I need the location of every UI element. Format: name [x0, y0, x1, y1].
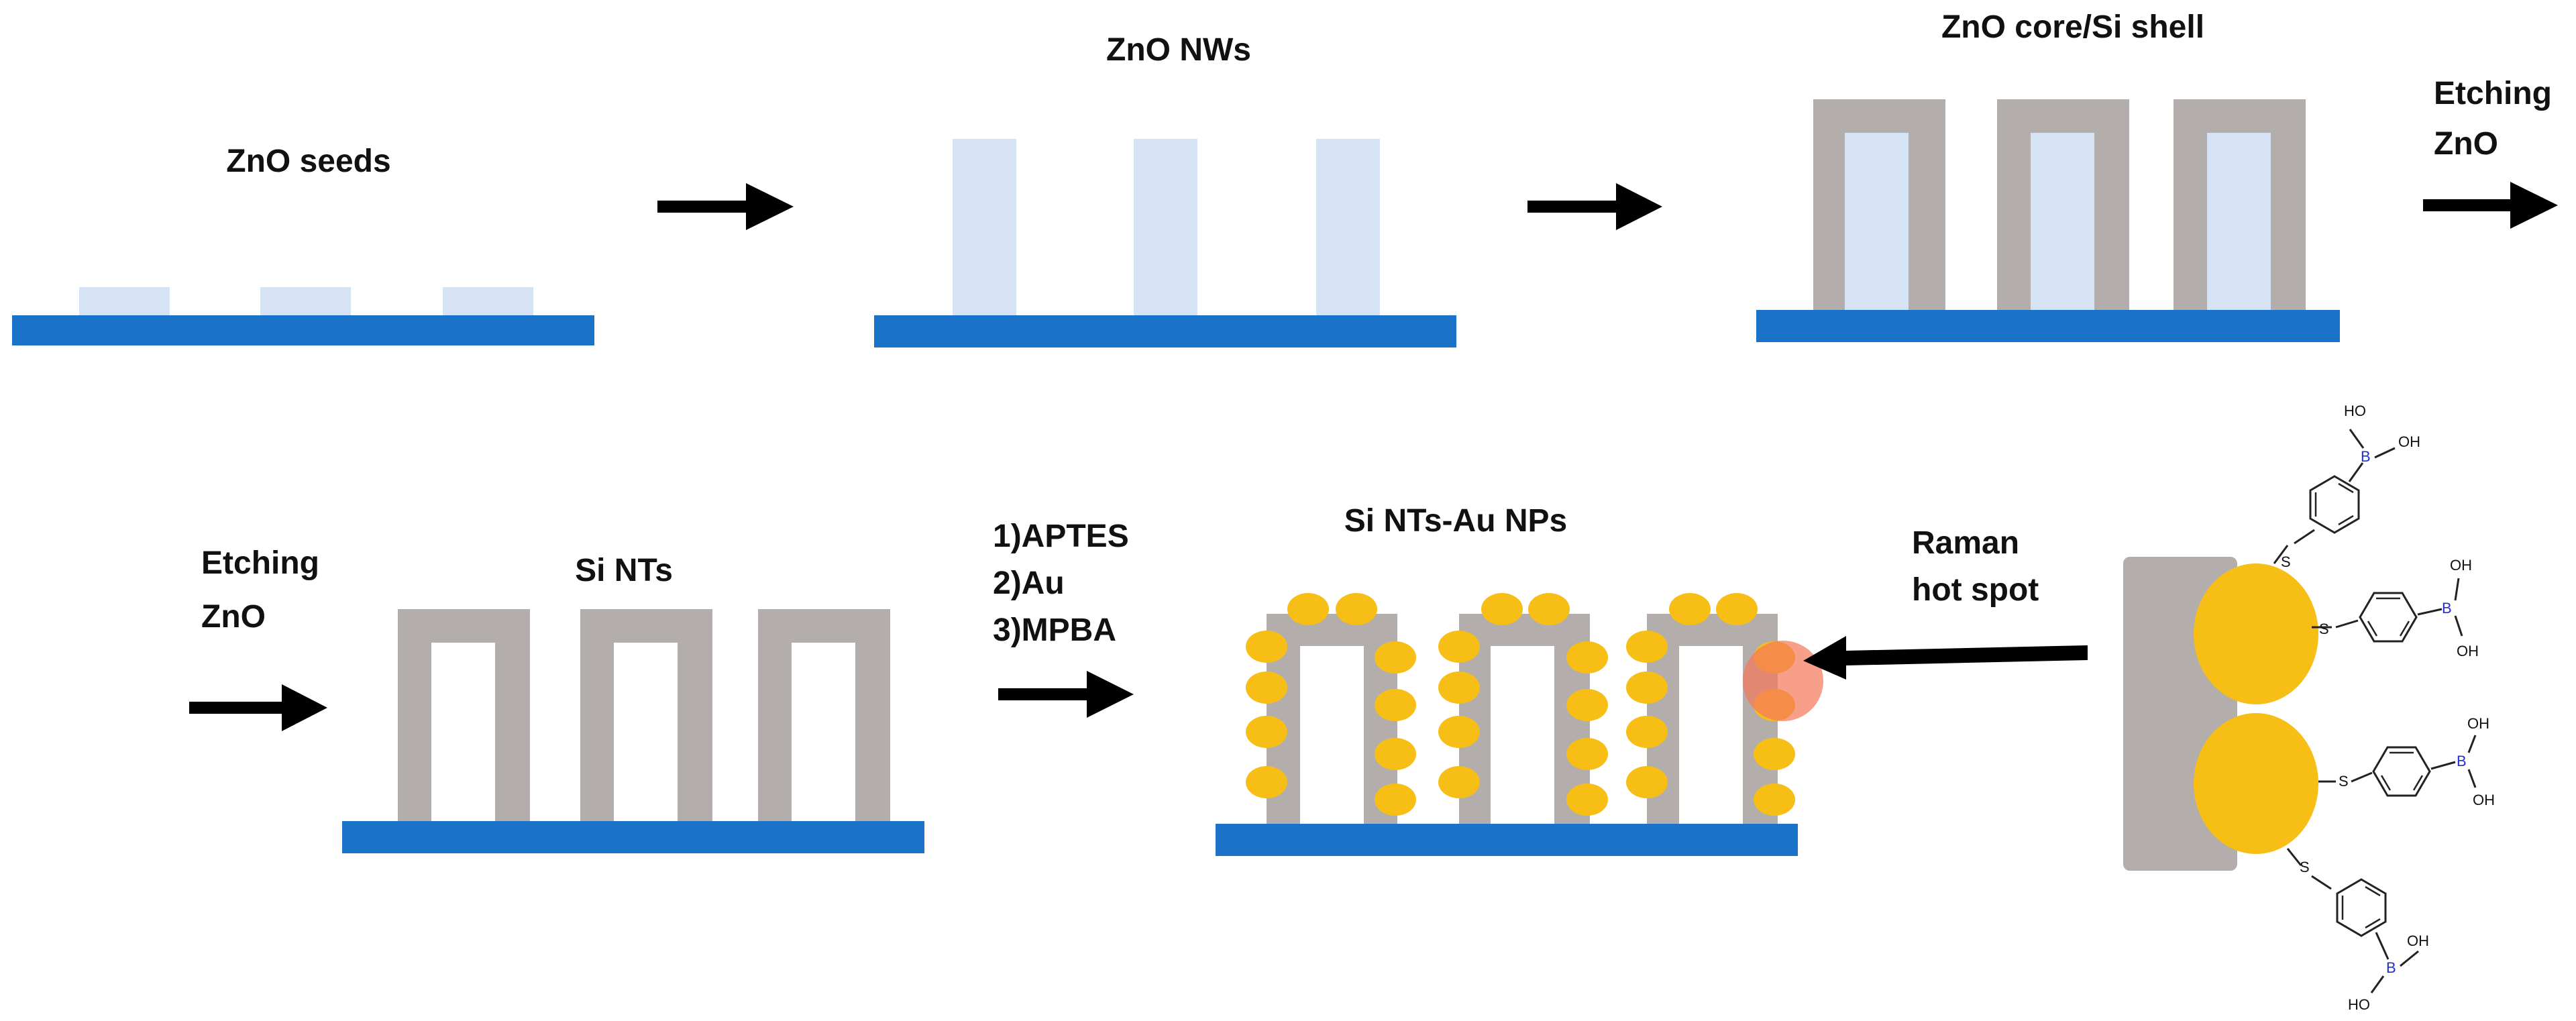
mpba-molecule: S B HO OH	[2273, 402, 2420, 570]
nanowire	[1316, 139, 1380, 317]
si-nanotube	[1267, 614, 1397, 827]
mpba-molecule: S B OH OH	[2318, 715, 2495, 808]
substrate	[1216, 824, 1798, 856]
etching-note-2: Etching ZnO	[189, 545, 327, 731]
closeup-detail: S B HO OH S B OH OH S	[2123, 402, 2495, 1013]
core-shell-wire	[1813, 99, 1945, 313]
raman-note: Raman hot spot	[1803, 525, 2088, 680]
si-nanotube	[580, 609, 712, 824]
label-step-2: 2)Au	[993, 566, 1065, 601]
panel-zno-seeds: ZnO seeds	[12, 144, 594, 345]
hydroxyl-label: OH	[2450, 557, 2472, 574]
boron-label: B	[2361, 448, 2371, 465]
substrate	[874, 315, 1456, 347]
label-step-1: 1)APTES	[993, 519, 1129, 554]
nanowire	[1134, 139, 1197, 317]
label-si-nts-au: Si NTs-Au NPs	[1344, 503, 1567, 539]
substrate	[12, 315, 594, 345]
core-shell-wire	[1997, 99, 2129, 313]
arrow-2	[1527, 183, 1662, 230]
gold-particle-closeup	[2194, 563, 2318, 704]
si-nanotube	[1647, 614, 1778, 827]
label-si-nts: Si NTs	[575, 553, 673, 588]
mpba-molecule: S B OH HO	[2286, 848, 2429, 1013]
substrate	[342, 821, 924, 853]
boron-label: B	[2442, 600, 2452, 616]
mpba-molecule: S B OH OH	[2312, 557, 2479, 659]
label-raman-1: Raman	[1912, 525, 2019, 561]
gold-nanoparticles	[1246, 593, 1795, 816]
functionalization-steps: 1)APTES 2)Au 3)MPBA	[993, 519, 1134, 718]
panel-zno-nws: ZnO NWs	[874, 32, 1456, 347]
label-etching-2a: Etching	[201, 545, 319, 581]
label-step-3: 3)MPBA	[993, 612, 1116, 648]
si-nanotube	[758, 609, 890, 824]
label-etching-1b: ZnO	[2434, 126, 2498, 162]
substrate	[1756, 310, 2340, 342]
arrow-1	[657, 183, 794, 230]
nanowire	[953, 139, 1016, 317]
hydroxyl-label: OH	[2398, 433, 2420, 450]
sulfur-label: S	[2300, 859, 2310, 875]
hydroxyl-label: OH	[2473, 792, 2495, 808]
si-nanotube	[398, 609, 530, 824]
etching-note-1: Etching ZnO	[2423, 76, 2558, 229]
core-shell-wire	[2174, 99, 2306, 313]
label-zno-nws: ZnO NWs	[1106, 32, 1251, 68]
panel-si-nts-au: Si NTs-Au NPs	[1216, 503, 1823, 856]
seed	[260, 287, 351, 316]
label-etching-2b: ZnO	[201, 599, 266, 635]
hydroxyl-label: OH	[2467, 715, 2489, 732]
panel-core-shell: ZnO core/Si shell	[1756, 9, 2340, 342]
label-raman-2: hot spot	[1912, 572, 2039, 608]
seed	[79, 287, 170, 316]
seed	[443, 287, 533, 316]
gold-particle-closeup	[2194, 713, 2318, 854]
hydroxyl-label: HO	[2348, 996, 2370, 1013]
sulfur-label: S	[2319, 621, 2329, 637]
raman-hot-spot	[1743, 641, 1823, 721]
sulfur-label: S	[2339, 773, 2349, 790]
label-etching-1a: Etching	[2434, 76, 2552, 111]
label-zno-seeds: ZnO seeds	[226, 144, 390, 179]
boron-label: B	[2386, 959, 2396, 976]
si-nanotube	[1459, 614, 1590, 827]
label-core-shell: ZnO core/Si shell	[1941, 9, 2204, 45]
boron-label: B	[2457, 753, 2467, 769]
panel-si-nts: Si NTs	[342, 553, 924, 853]
sulfur-label: S	[2281, 553, 2291, 570]
arrow-to-hot-spot	[1803, 636, 2088, 680]
hydroxyl-label: OH	[2407, 932, 2429, 949]
hydroxyl-label: OH	[2457, 643, 2479, 659]
hydroxyl-label: HO	[2344, 402, 2366, 419]
